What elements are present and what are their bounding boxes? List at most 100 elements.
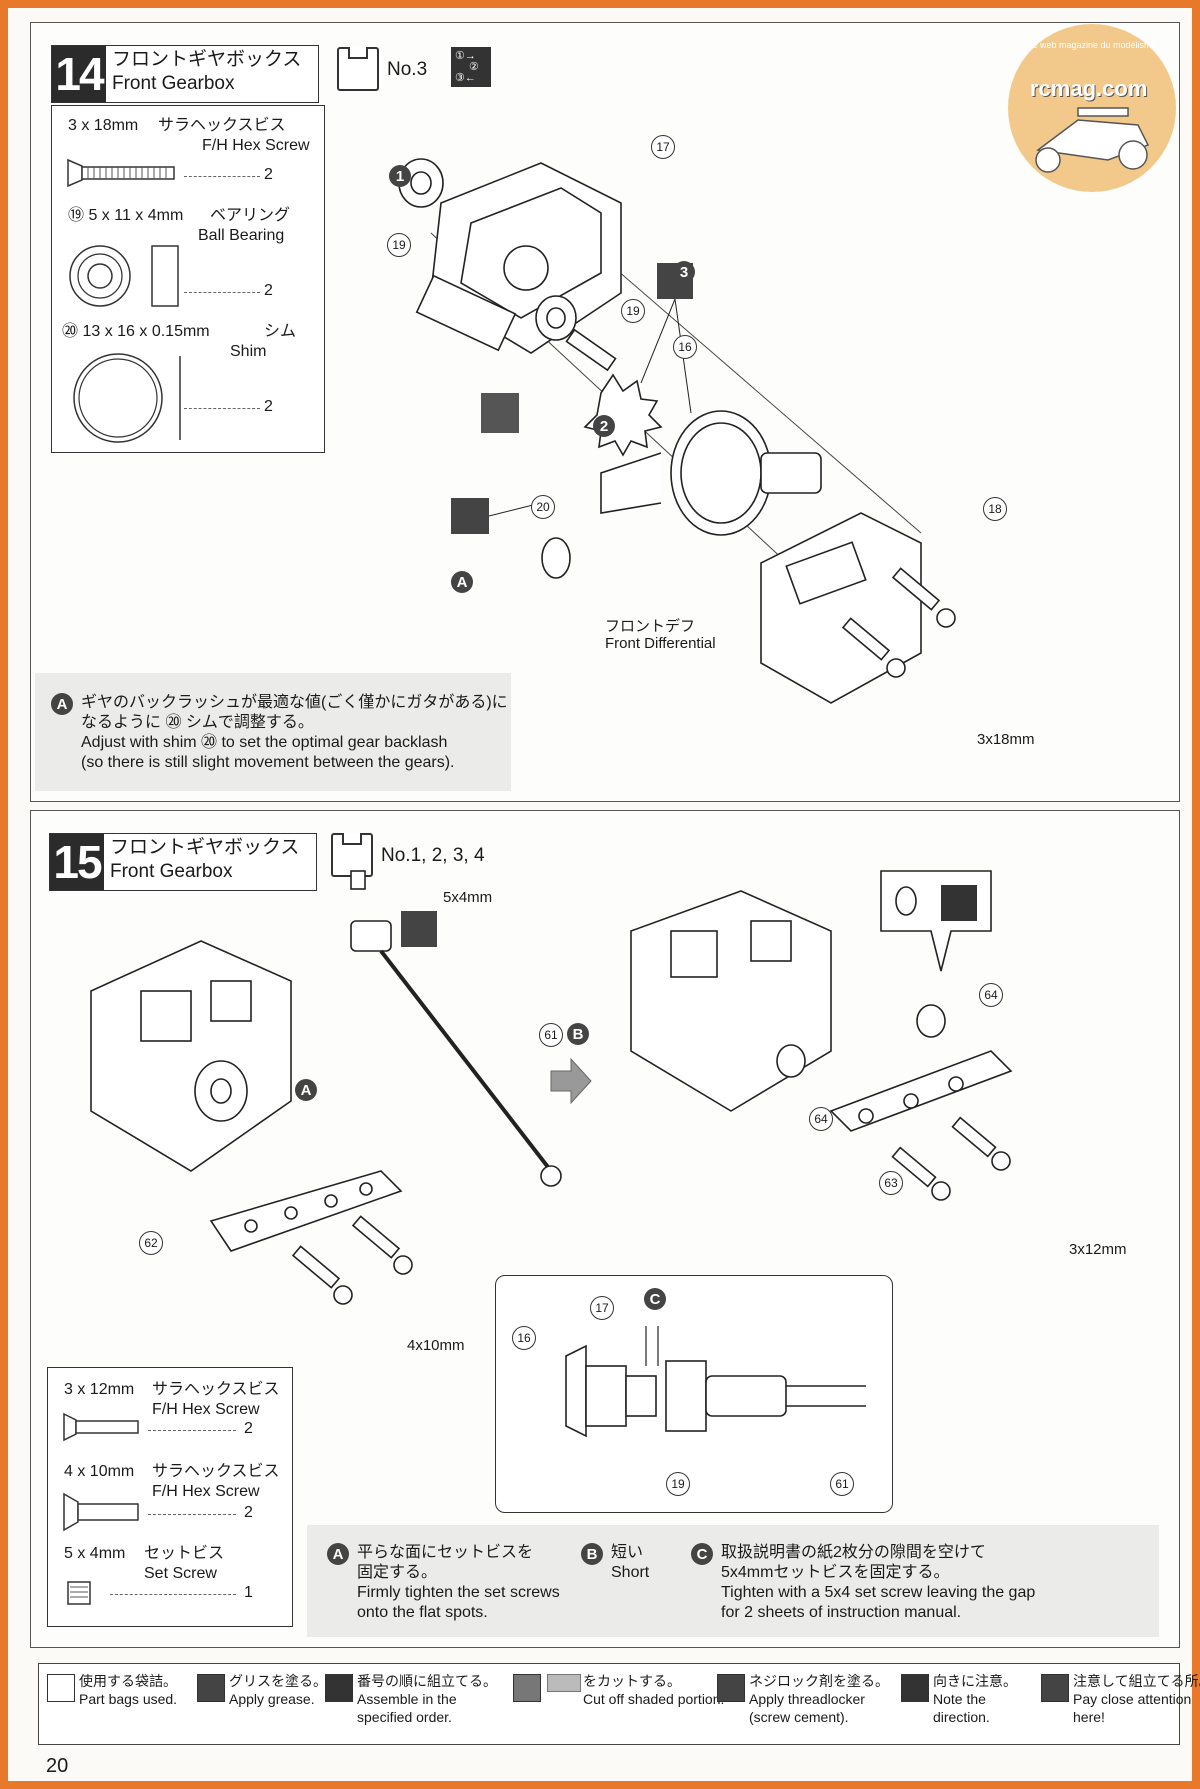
hex-screw-icon [67,158,175,188]
rcmag-logo: rcmag.com Le web magazine du modélisme [1008,24,1176,192]
step-15-header: 15 フロントギヤボックス Front Gearbox [49,833,317,891]
order-marker-3: 3 [673,261,695,283]
part-size: ⑲ 5 x 11 x 4mm [68,207,184,224]
part-callout-63: 63 [879,1171,903,1195]
set-screw-size-label: 5x4mm [443,889,493,906]
part-name-jp: ベアリング [210,207,291,224]
part-size: 3 x 12mm [64,1381,135,1398]
note-text-jp: ギヤのバックラッシュが最適な値(ごく僅かにガタがある)に [81,694,508,711]
part-name-en: Shim [230,343,267,360]
step-number: 15 [50,834,104,890]
note-text-jp: 平らな面にセットビスを [357,1544,534,1561]
part-name-en: Ball Bearing [198,227,285,244]
set-screw-icon [67,1581,91,1605]
part-callout-61: 61 [539,1023,563,1047]
direction-icon [941,885,977,921]
order-marker-2: 2 [593,415,615,437]
note-text-jp: 5x4mmセットビスを固定する。 [721,1564,950,1581]
note-text-en: onto the flat spots. [357,1604,488,1621]
screw-size-label: 3x18mm [977,731,1035,748]
attention-icon [1041,1674,1069,1702]
part-name-jp: セットビス [144,1545,225,1562]
bag-label: No.1, 2, 3, 4 [381,845,485,866]
part-callout-19: 19 [387,233,411,257]
part-name-jp: サラヘックスビス [152,1463,280,1480]
step-number: 14 [52,46,106,102]
step-title: フロントギヤボックス Front Gearbox [110,837,300,882]
part-qty: 2 [264,282,273,299]
hex-screw-icon [63,1412,139,1442]
note-box: A ギヤのバックラッシュが最適な値(ごく僅かにガタがある)に なるように ⑳ シ… [35,673,511,791]
note-marker-b: B [567,1023,589,1045]
note-text-en: Adjust with shim ⑳ to set the optimal ge… [81,734,448,751]
part-callout-19: 19 [621,299,645,323]
front-differential-label-jp: フロントデフ [605,618,696,635]
shim-icon [73,353,181,443]
part-callout-16: 16 [512,1326,536,1350]
part-size: ⑳ 13 x 16 x 0.15mm [62,323,210,340]
step-14-header: 14 フロントギヤボックス Front Gearbox [51,45,319,103]
ball-bearing-icon [69,245,179,307]
gearbox-exploded-diagram [398,158,956,704]
part-qty: 1 [244,1584,253,1601]
part-callout-17: 17 [590,1296,614,1320]
part-name-jp: サラヘックスビス [152,1381,280,1398]
bag-icon [337,47,379,91]
front-differential-label-en: Front Differential [605,635,716,652]
part-callout-17: 17 [651,135,675,159]
threadlocker-icon [401,911,437,947]
note-text-en: Short [611,1564,650,1581]
hex-screw-icon [63,1492,139,1532]
screw-size-label: 3x12mm [1069,1241,1127,1258]
step-15-panel: 15 フロントギヤボックス Front Gearbox No.1, 2, 3, … [30,810,1180,1648]
part-callout-19: 19 [666,1472,690,1496]
part-callout-62: 62 [139,1231,163,1255]
shaded-portion-swatch [547,1674,581,1692]
note-marker-a: A [327,1543,349,1565]
note-text-en: for 2 sheets of instruction manual. [721,1604,962,1621]
note-marker-c: C [644,1288,666,1310]
note-marker-a: A [295,1079,317,1101]
part-callout-64: 64 [809,1107,833,1131]
note-text-jp: 固定する。 [357,1564,438,1581]
detail-box: 16 17 C 19 61 [495,1275,893,1513]
note-marker-b: B [581,1543,603,1565]
part-name-en: F/H Hex Screw [152,1483,260,1500]
note-text-en: Firmly tighten the set screws [357,1584,560,1601]
part-callout-20: 20 [531,495,555,519]
note-text-jp: 短い [611,1544,644,1561]
part-qty: 2 [264,398,273,415]
order-icon [325,1674,353,1702]
symbol-legend: 使用する袋詰。Part bags used. グリスを塗る。Apply grea… [38,1663,1200,1745]
part-name-en: F/H Hex Screw [202,137,310,154]
step-title: フロントギヤボックス Front Gearbox [112,49,302,94]
attention-icon [451,498,489,534]
note-marker-a: A [51,693,73,715]
gap-detail-diagram [565,1326,866,1438]
bag-icon [47,1674,75,1702]
cut-icon [513,1674,541,1702]
gearbox-assembly-diagram [90,870,1013,1305]
part-size: 3 x 18mm [68,117,139,134]
bag-label: No.3 [387,59,428,80]
rc-buggy-icon [1035,107,1150,173]
parts-box: 3 x 12mm サラヘックスビス F/H Hex Screw 2 4 x 10… [47,1367,293,1627]
grease-icon [197,1674,225,1702]
note-box: A 平らな面にセットビスを 固定する。 Firmly tighten the s… [307,1525,1159,1637]
parts-box: 3 x 18mm サラヘックスビス F/H Hex Screw 2 ⑲ 5 x … [51,105,325,453]
part-callout-64: 64 [979,983,1003,1007]
order-marker-1: 1 [389,165,411,187]
part-name-jp: シム [264,323,297,340]
direction-icon [901,1674,929,1702]
screw-size-label: 4x10mm [407,1337,465,1354]
note-marker-a: A [451,571,473,593]
bag-icon [331,833,373,877]
part-callout-18: 18 [983,497,1007,521]
part-size: 4 x 10mm [64,1463,135,1480]
part-qty: 2 [244,1504,253,1521]
part-qty: 2 [244,1420,253,1437]
page-number: 20 [46,1755,69,1777]
